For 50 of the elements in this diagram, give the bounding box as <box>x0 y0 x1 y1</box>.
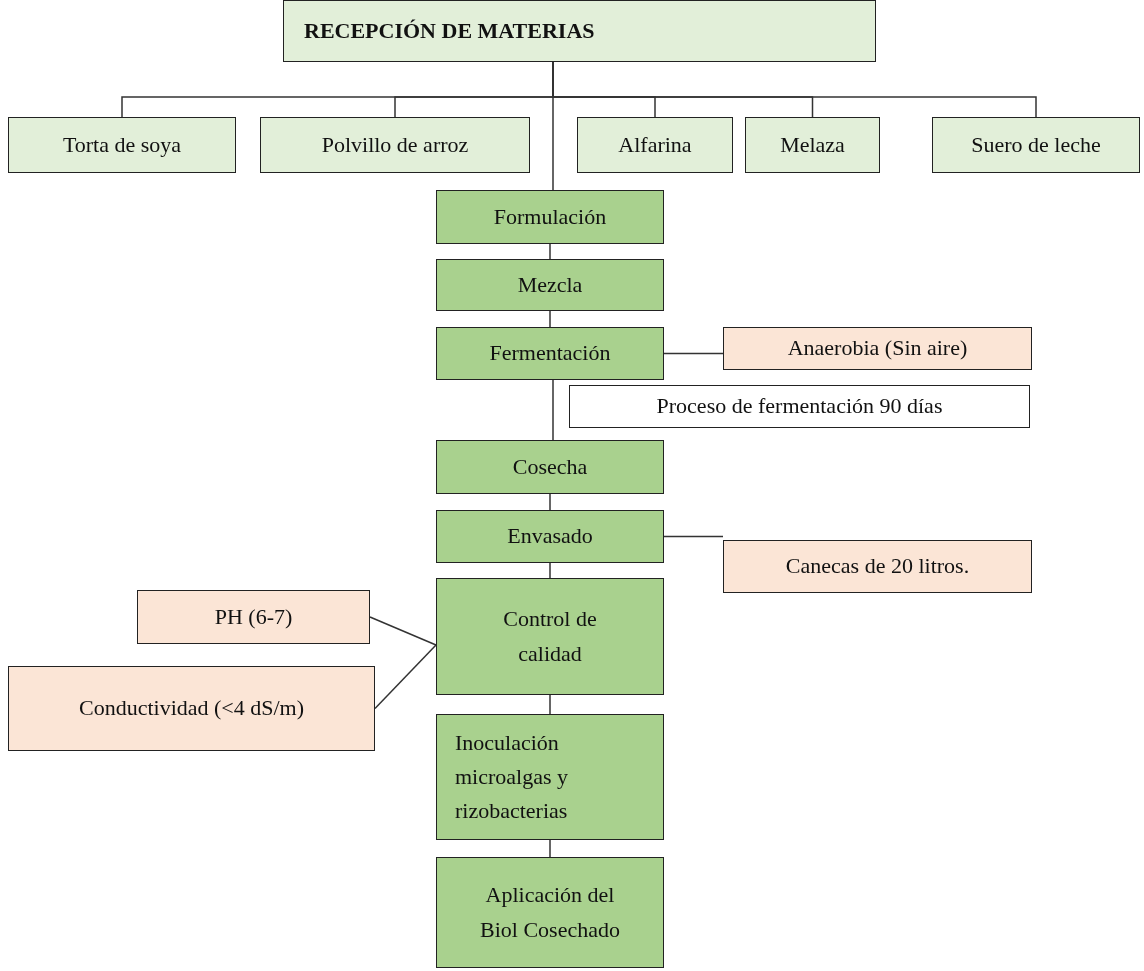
connector-line <box>663 352 724 355</box>
box-label: Suero de leche <box>971 130 1101 159</box>
box-label: Envasado <box>507 522 593 551</box>
connector-line <box>552 61 554 191</box>
box-label: PH (6-7) <box>214 602 293 631</box>
connector-line <box>374 644 437 710</box>
process-box <box>436 857 664 968</box>
connector-line <box>552 379 554 441</box>
box-label: Conductividad (<4 dS/m) <box>78 694 305 723</box>
box-label: Cosecha <box>512 452 588 481</box>
box-label: Anaerobia (Sin aire) <box>787 334 968 363</box>
process-box <box>436 190 664 244</box>
connector-line <box>549 839 551 858</box>
process-box <box>436 440 664 494</box>
connector-line <box>663 535 724 538</box>
box-label: Canecas de 20 litros. <box>785 552 970 581</box>
input-box <box>932 117 1140 173</box>
note-box <box>137 590 370 644</box>
connector-line <box>369 616 437 646</box>
process-box <box>436 259 664 311</box>
process-box <box>436 327 664 380</box>
process-box <box>436 510 664 563</box>
note-box <box>723 540 1032 593</box>
connector-line <box>549 562 551 579</box>
connector-line <box>549 493 551 511</box>
connector-line <box>549 694 551 715</box>
input-box <box>577 117 733 173</box>
input-box <box>8 117 236 173</box>
connector-line <box>549 243 551 260</box>
box-label: Mezcla <box>517 270 583 299</box>
box-label: Melaza <box>780 130 845 159</box>
box-label: RECEPCIÓN DE MATERIAS <box>304 16 595 45</box>
box-label: Formulación <box>493 202 607 231</box>
box-label: Inoculación microalgas y rizobacterias <box>455 728 570 826</box>
box-label: Aplicación del Biol Cosechado <box>479 881 621 944</box>
process-box <box>436 714 664 840</box>
process-box <box>569 385 1030 428</box>
note-box <box>723 327 1032 370</box>
input-box <box>745 117 880 173</box>
note-box <box>8 666 375 751</box>
input-box <box>260 117 530 173</box>
process-box <box>436 578 664 695</box>
box-label: Control de calidad <box>502 605 598 668</box>
box-label: Proceso de fermentación 90 días <box>656 392 943 421</box>
header-box <box>283 0 876 62</box>
connector-line <box>549 310 551 328</box>
box-label: Fermentación <box>489 339 611 368</box>
box-label: Polvillo de arroz <box>321 130 469 159</box>
box-label: Torta de soya <box>62 130 182 159</box>
box-label: Alfarina <box>618 130 692 159</box>
